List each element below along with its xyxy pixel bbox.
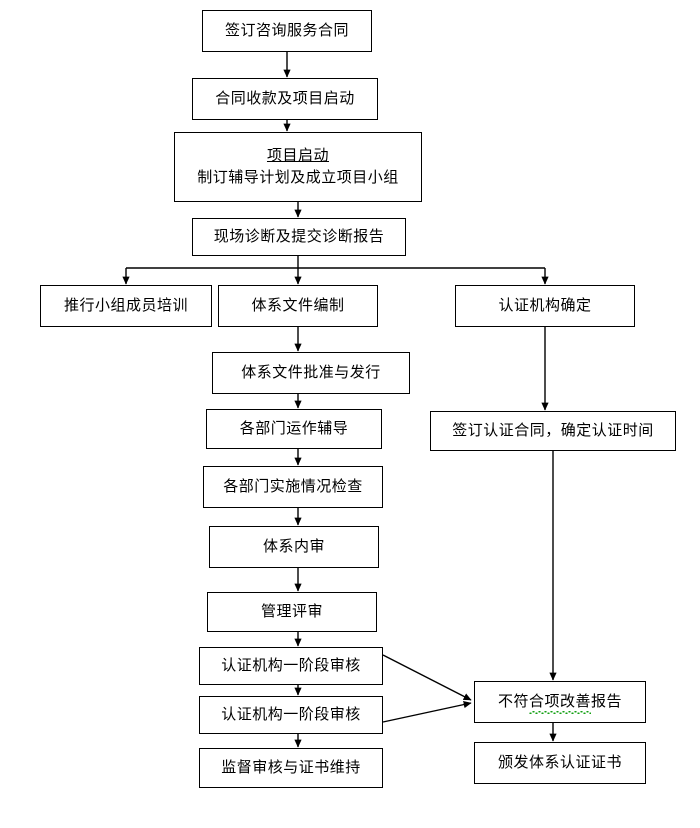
node-internal-audit[interactable]: 体系内审 bbox=[209, 526, 379, 568]
node-label-title: 项目启动 bbox=[266, 146, 329, 165]
edge-n13-n17-diagonal bbox=[382, 654, 472, 701]
node-label: 签订认证合同，确定认证时间 bbox=[452, 421, 654, 440]
node-label: 体系文件批准与发行 bbox=[241, 363, 381, 382]
node-label: 体系内审 bbox=[262, 537, 325, 556]
node-label: 体系文件编制 bbox=[251, 296, 345, 315]
node-sign-certification-contract[interactable]: 签订认证合同，确定认证时间 bbox=[430, 411, 676, 451]
edge-n14-n17-diagonal bbox=[382, 701, 472, 723]
node-issue-certification-certificate[interactable]: 颁发体系认证证书 bbox=[474, 742, 646, 784]
node-onsite-diagnosis-report[interactable]: 现场诊断及提交诊断报告 bbox=[192, 218, 406, 256]
node-label-detail: 制订辅导计划及成立项目小组 bbox=[197, 168, 399, 186]
node-label: 认证机构一阶段审核 bbox=[221, 656, 361, 675]
node-label-pre: 不符 bbox=[497, 692, 529, 711]
node-label: 监督审核与证书维持 bbox=[221, 758, 361, 777]
node-label: 签订咨询服务合同 bbox=[224, 21, 349, 40]
node-label: 合同收款及项目启动 bbox=[215, 89, 355, 108]
node-label: 认证机构确定 bbox=[498, 296, 592, 315]
node-nonconformance-improvement-report[interactable]: 不符合项改善报告 bbox=[474, 681, 646, 723]
node-sign-consulting-contract[interactable]: 签订咨询服务合同 bbox=[202, 10, 372, 52]
node-label-post: 报告 bbox=[591, 692, 623, 711]
node-label: 各部门运作辅导 bbox=[239, 419, 349, 438]
node-label-spellcheck-segment: 合项改善 bbox=[528, 691, 592, 714]
node-team-member-training[interactable]: 推行小组成员培训 bbox=[40, 285, 212, 327]
node-contract-payment-project-kickoff[interactable]: 合同收款及项目启动 bbox=[192, 78, 378, 120]
node-project-startup[interactable]: 项目启动 制订辅导计划及成立项目小组 bbox=[174, 132, 422, 202]
node-label: 各部门实施情况检查 bbox=[223, 477, 363, 496]
node-surveillance-audit-certificate-maintenance[interactable]: 监督审核与证书维持 bbox=[199, 748, 383, 788]
node-label: 管理评审 bbox=[260, 602, 323, 621]
node-document-approval-release[interactable]: 体系文件批准与发行 bbox=[212, 352, 410, 394]
node-label: 不符合项改善报告 bbox=[497, 691, 623, 714]
node-label: 颁发体系认证证书 bbox=[497, 753, 622, 772]
node-department-operation-guidance[interactable]: 各部门运作辅导 bbox=[206, 409, 382, 449]
node-system-document-drafting[interactable]: 体系文件编制 bbox=[218, 285, 378, 327]
node-label: 现场诊断及提交诊断报告 bbox=[213, 227, 385, 246]
node-certification-body-selection[interactable]: 认证机构确定 bbox=[455, 285, 635, 327]
node-certification-stage-one-audit[interactable]: 认证机构一阶段审核 bbox=[199, 647, 383, 685]
node-label: 推行小组成员培训 bbox=[63, 296, 188, 315]
node-certification-stage-two-audit[interactable]: 认证机构一阶段审核 bbox=[199, 696, 383, 734]
node-management-review[interactable]: 管理评审 bbox=[207, 592, 377, 632]
node-department-implementation-check[interactable]: 各部门实施情况检查 bbox=[203, 466, 383, 508]
node-label: 认证机构一阶段审核 bbox=[221, 705, 361, 724]
